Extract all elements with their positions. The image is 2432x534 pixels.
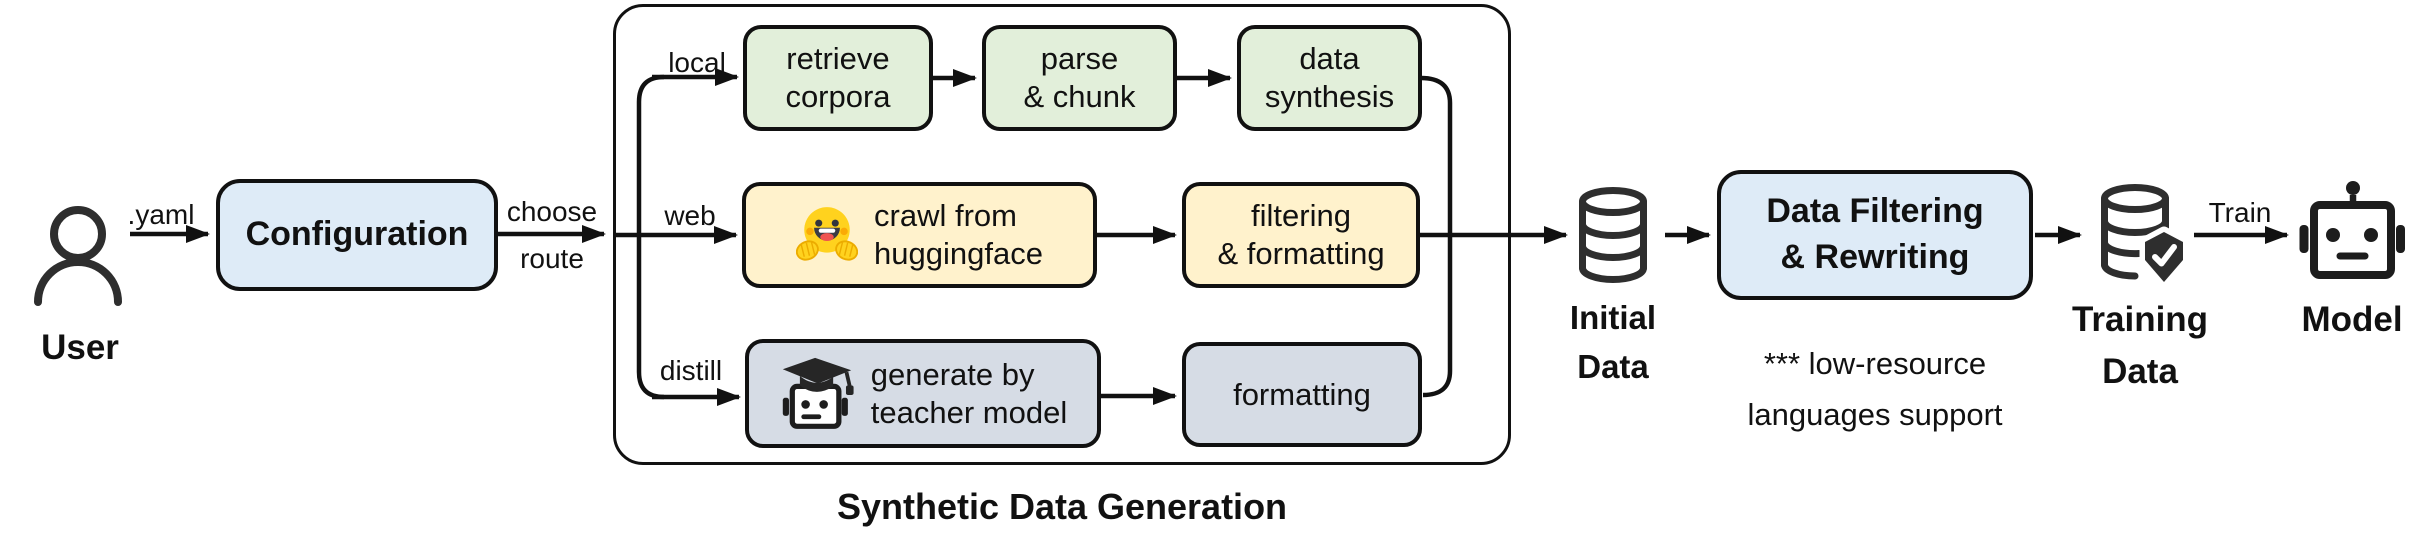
- local-edge-label: local: [668, 47, 726, 78]
- model-label: Model: [2301, 300, 2403, 339]
- node-configuration: Configuration: [216, 179, 498, 291]
- user-icon: [32, 206, 124, 306]
- route-edge-label: route: [520, 243, 584, 274]
- node-data-synthesis: data synthesis: [1237, 25, 1422, 131]
- node-formatting: formatting: [1182, 342, 1422, 447]
- frame-title: Synthetic Data Generation: [836, 486, 1288, 527]
- node-retrieve-corpora: retrieve corpora: [743, 25, 933, 131]
- initial-data-label: Initial Data: [1569, 299, 1657, 385]
- web-edge-label: web: [664, 200, 716, 231]
- training-data-label: Training Data: [2071, 300, 2209, 391]
- train-edge-label: Train: [2208, 197, 2272, 228]
- node-generate-teacher: generate by teacher model: [745, 339, 1101, 448]
- choose-edge-label: choose: [506, 196, 598, 227]
- distill-edge-label: distill: [659, 355, 723, 386]
- node-data-filtering-rewriting: Data Filtering & Rewriting: [1717, 170, 2033, 300]
- node-filtering-formatting: filtering & formatting: [1182, 182, 1420, 288]
- graduate-robot-icon: [779, 356, 855, 432]
- robot-icon: [2298, 178, 2406, 282]
- database-icon: [1572, 187, 1654, 284]
- node-generate-teacher-label: generate by teacher model: [870, 356, 1068, 430]
- node-crawl-huggingface: crawl from huggingface: [742, 182, 1097, 288]
- node-crawl-huggingface-label: crawl from huggingface: [874, 198, 1043, 271]
- user-label: User: [41, 328, 119, 367]
- hugging-face-icon: [796, 205, 859, 265]
- yaml-edge-label: .yaml: [127, 199, 195, 230]
- database-shield-check-icon: [2094, 184, 2190, 286]
- low-resource-note: *** low-resource languages support: [1747, 346, 2003, 433]
- node-parse-chunk: parse & chunk: [982, 25, 1177, 131]
